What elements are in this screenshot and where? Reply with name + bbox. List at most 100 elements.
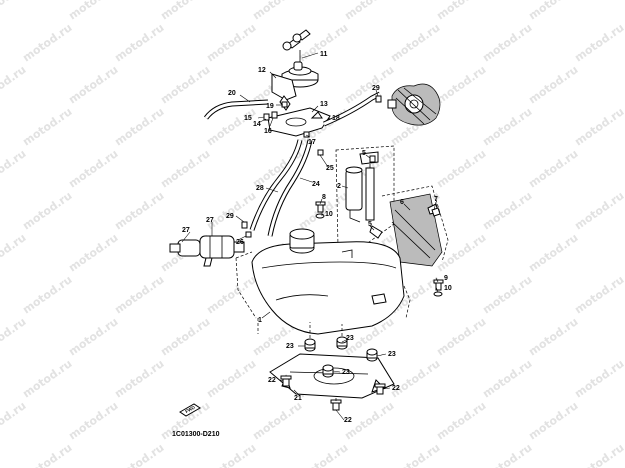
tank-outline-dashed xyxy=(235,251,411,319)
forward-direction-badge: FWD xyxy=(179,403,201,417)
watermark-text: motod.ru xyxy=(250,399,304,442)
bolt-22-bottom xyxy=(330,399,342,411)
callout-28: 28 xyxy=(256,185,264,192)
callout-16: 16 xyxy=(264,128,272,135)
callout-15: 15 xyxy=(244,115,252,122)
bolt-5-upper xyxy=(369,155,376,163)
watermark-text: motod.ru xyxy=(480,21,534,64)
watermark-text: motod.ru xyxy=(112,273,166,316)
watermark-text: motod.ru xyxy=(388,357,442,400)
watermark-text: motod.ru xyxy=(250,0,304,22)
watermark-text: motod.ru xyxy=(66,0,120,22)
fuel-pump-assembly xyxy=(345,151,383,239)
diagram-code: 1C01300-D210 xyxy=(172,431,220,438)
clip-25-upper xyxy=(317,149,324,156)
watermark-text: motod.ru xyxy=(480,105,534,148)
watermark-text: motod.ru xyxy=(66,315,120,358)
callout-5-lower: 5 xyxy=(368,221,372,228)
callout-18: 18 xyxy=(332,115,340,122)
watermark-text: motod.ru xyxy=(434,147,488,190)
watermark-text: motod.ru xyxy=(526,147,580,190)
tray-dashed-lines xyxy=(257,318,343,402)
carburetor xyxy=(387,83,441,126)
watermark-text: motod.ru xyxy=(66,147,120,190)
callout-2: 2 xyxy=(337,183,341,190)
callout-5-upper: 5 xyxy=(362,150,366,157)
watermark-text: motod.ru xyxy=(20,273,74,316)
heat-shield-dashed-box xyxy=(381,185,449,263)
clip-19 xyxy=(281,101,288,108)
watermark-text: motod.ru xyxy=(572,357,625,400)
callout-29-lower: 29 xyxy=(226,213,234,220)
watermark-text: motod.ru xyxy=(158,147,212,190)
watermark-text: motod.ru xyxy=(434,399,488,442)
callout-1: 1 xyxy=(258,317,262,324)
watermark-text: motod.ru xyxy=(20,189,74,232)
callout-17: 17 xyxy=(308,139,316,146)
bolt-22-left xyxy=(280,375,292,387)
watermark-text: motod.ru xyxy=(526,0,580,22)
watermark-text: motod.ru xyxy=(434,231,488,274)
watermark-text: motod.ru xyxy=(0,63,29,106)
breather-hose-20 xyxy=(204,99,269,120)
callout-23-mid: 23 xyxy=(346,335,354,342)
watermark-text: motod.ru xyxy=(112,105,166,148)
clip-7 xyxy=(431,207,441,217)
watermark-text: motod.ru xyxy=(572,105,625,148)
callout-22-right: 22 xyxy=(392,385,400,392)
callout-8: 8 xyxy=(322,194,326,201)
callout-10-shield: 10 xyxy=(444,285,452,292)
watermark-text: motod.ru xyxy=(158,0,212,22)
bolt-9 xyxy=(433,279,444,291)
watermark-text: motod.ru xyxy=(20,441,74,468)
watermark-text: motod.ru xyxy=(0,231,29,274)
callout-14: 14 xyxy=(253,121,261,128)
forward-badge-text: FWD xyxy=(184,404,196,414)
watermark-text: motod.ru xyxy=(204,441,258,468)
fuel-cap-with-keys xyxy=(281,29,319,88)
watermark-text: motod.ru xyxy=(112,189,166,232)
watermark-text: motod.ru xyxy=(480,273,534,316)
callout-22-bottom: 22 xyxy=(344,417,352,424)
watermark-text: motod.ru xyxy=(434,63,488,106)
callout-10-pump: 10 xyxy=(325,211,333,218)
callout-22-left: 22 xyxy=(268,377,276,384)
watermark-text: motod.ru xyxy=(480,189,534,232)
tank-cover-plate xyxy=(267,107,331,137)
watermark-text: motod.ru xyxy=(342,0,396,22)
watermark-text: motod.ru xyxy=(112,357,166,400)
clip-25-lower xyxy=(245,231,252,238)
washer-10-shield xyxy=(433,291,443,297)
watermark-text: motod.ru xyxy=(572,189,625,232)
grommet-23-center xyxy=(322,364,334,378)
watermark-text: motod.ru xyxy=(434,0,488,22)
watermark-text: motod.ru xyxy=(572,441,625,468)
callout-labels: 11 12 13 20 19 15 14 16 17 18 29 28 24 2… xyxy=(182,51,452,424)
fuel-hose-24 xyxy=(267,139,313,237)
fuel-hose-18 xyxy=(323,91,382,127)
watermark-text: motod.ru xyxy=(572,21,625,64)
watermark-text: motod.ru xyxy=(296,441,350,468)
callout-7: 7 xyxy=(434,196,438,203)
watermark-text: motod.ru xyxy=(66,231,120,274)
callout-12: 12 xyxy=(258,67,266,74)
watermark-text: motod.ru xyxy=(0,399,29,442)
watermark-text: motod.ru xyxy=(388,441,442,468)
callout-6: 6 xyxy=(400,199,404,206)
washer-10-pump xyxy=(315,213,325,219)
watermark-text: motod.ru xyxy=(0,0,29,22)
watermark-text: motod.ru xyxy=(66,399,120,442)
watermark-text: motod.ru xyxy=(66,63,120,106)
watermark-text: motod.ru xyxy=(112,21,166,64)
watermark-text: motod.ru xyxy=(388,21,442,64)
callout-23-right: 23 xyxy=(388,351,396,358)
watermark-text: motod.ru xyxy=(526,231,580,274)
callout-27: 27 xyxy=(182,227,190,234)
callout-24: 24 xyxy=(312,181,320,188)
callout-25-lower: 26 xyxy=(236,239,244,246)
callout-21: 21 xyxy=(294,395,302,402)
callout-25-upper: 25 xyxy=(326,165,334,172)
heat-shield-plate-6 xyxy=(389,193,443,267)
clip-29-upper xyxy=(375,95,382,103)
